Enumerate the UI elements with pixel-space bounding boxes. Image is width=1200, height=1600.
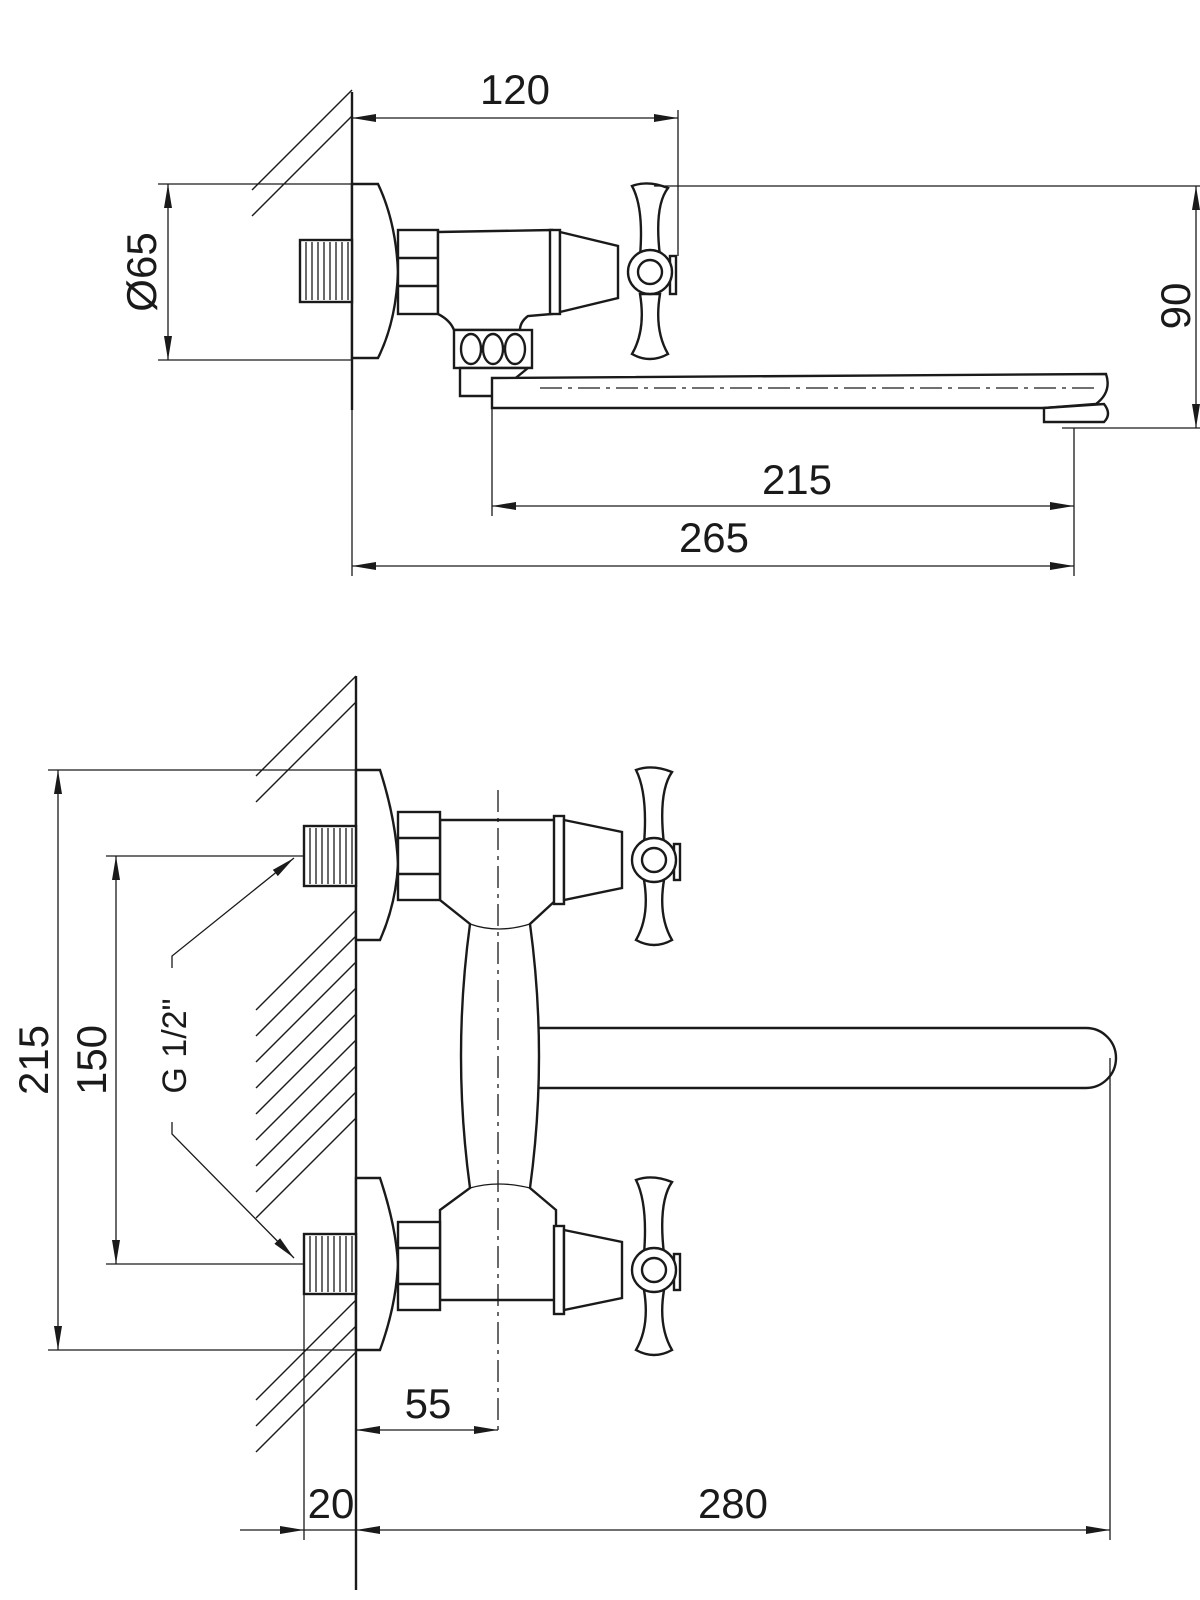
wall-hatch-front bbox=[255, 675, 358, 1590]
hex-nut-top bbox=[396, 228, 440, 316]
dimension-120: 120 bbox=[352, 66, 679, 256]
dimension-diameter: Ø65 bbox=[118, 183, 352, 361]
upper-valve bbox=[302, 766, 682, 947]
dim-spout-label: 215 bbox=[762, 456, 832, 503]
spout-front bbox=[528, 1026, 1118, 1090]
dimension-215-front: 215 bbox=[10, 769, 356, 1351]
dim-width-label: 120 bbox=[480, 66, 550, 113]
dim-spout-front-label: 280 bbox=[698, 1480, 768, 1527]
dimension-90: 90 bbox=[654, 185, 1200, 429]
dim-height-front-label: 215 bbox=[10, 1025, 57, 1095]
dimension-150: 150 bbox=[68, 855, 304, 1265]
dimension-280: 280 bbox=[356, 1058, 1111, 1540]
dimension-215-top: 215 bbox=[491, 408, 1075, 576]
top-view: 120 Ø65 90 215 265 bbox=[118, 66, 1200, 576]
dimension-55: 55 bbox=[356, 1380, 498, 1434]
dim-total-label: 265 bbox=[679, 514, 749, 561]
thread-callout: G 1/2" bbox=[156, 857, 295, 1259]
dimension-265: 265 bbox=[351, 410, 1074, 576]
valve-cone-top bbox=[558, 230, 620, 314]
dim-height-label: 90 bbox=[1152, 283, 1199, 330]
thread-label: G 1/2" bbox=[156, 998, 194, 1093]
valve-ring-top bbox=[548, 228, 562, 316]
wall-flange-top bbox=[350, 182, 400, 360]
dim-thread-len-label: 20 bbox=[308, 1480, 355, 1527]
threaded-inlet-top bbox=[298, 238, 354, 304]
dim-centers-label: 150 bbox=[68, 1025, 115, 1095]
dim-axis-label: 55 bbox=[405, 1380, 452, 1427]
dim-diameter-label: Ø65 bbox=[118, 232, 165, 311]
dimension-20: 20 bbox=[240, 1294, 356, 1540]
valve-body-top bbox=[436, 228, 554, 332]
cross-handle-top bbox=[626, 182, 678, 361]
lower-valve bbox=[302, 1176, 682, 1357]
spout-top bbox=[490, 372, 1110, 424]
front-view: 215 150 G 1/2" 55 20 bbox=[10, 675, 1118, 1590]
